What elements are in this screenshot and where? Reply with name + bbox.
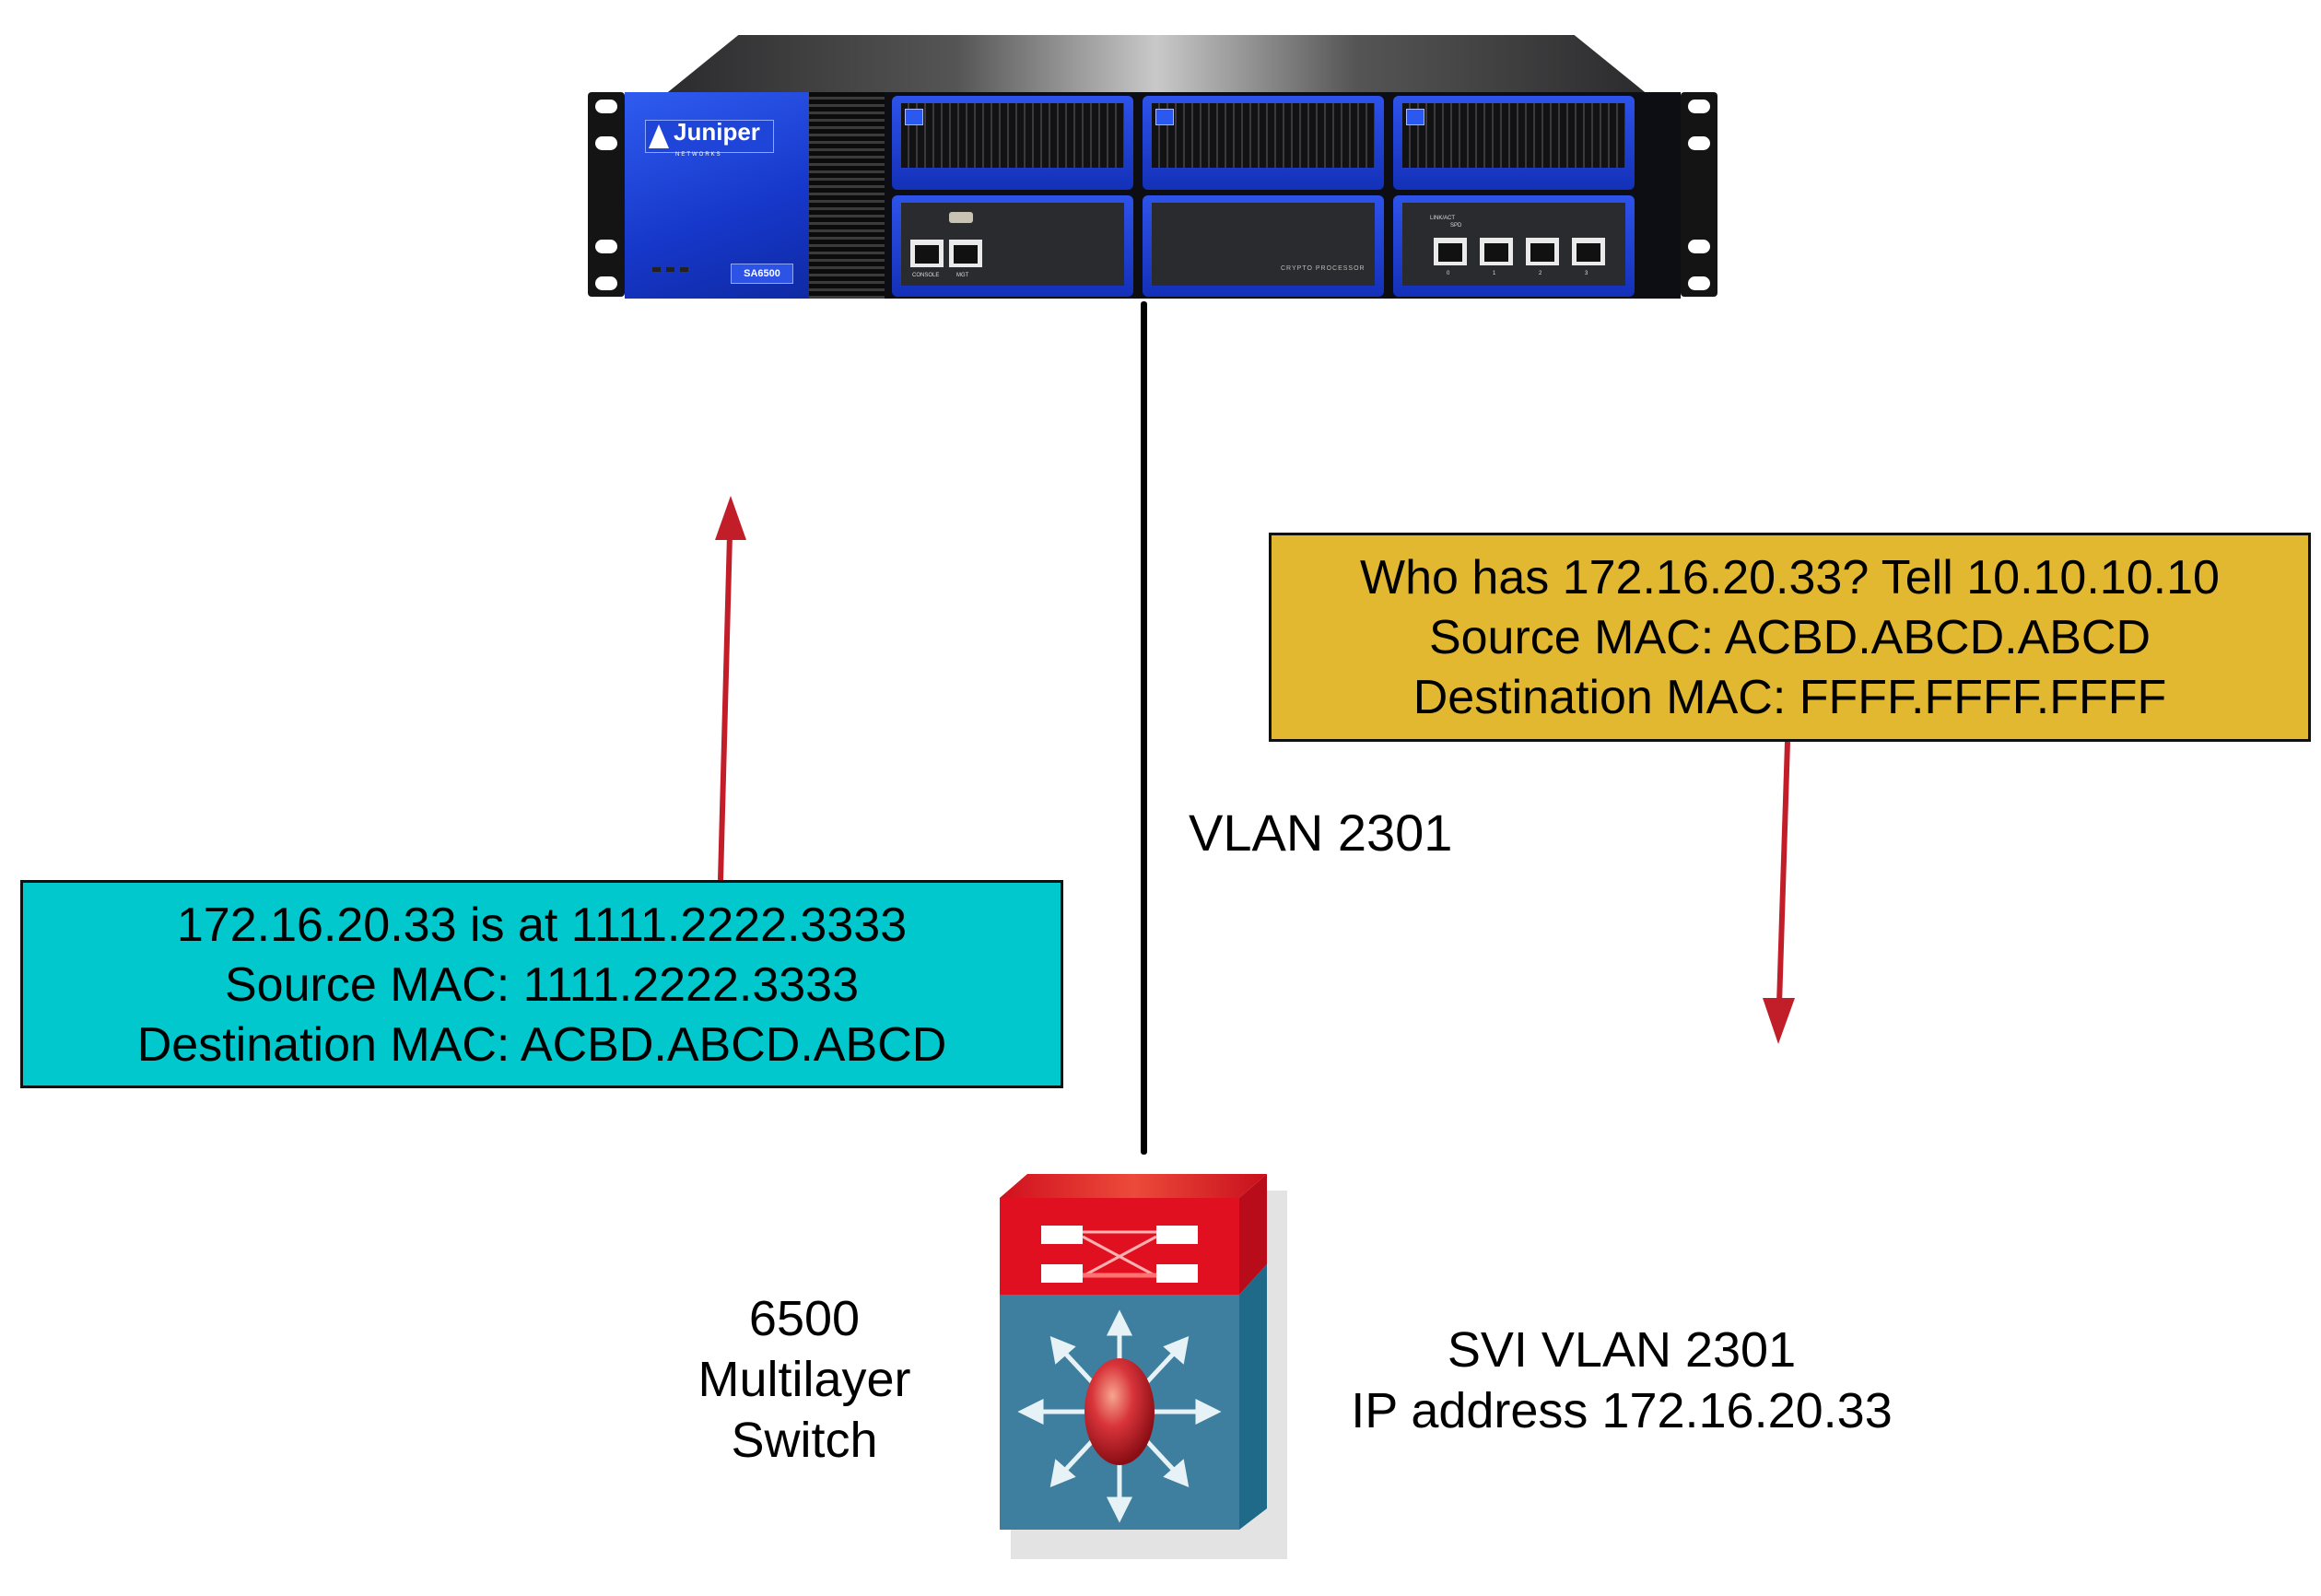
svi-ip-address: IP address 172.16.20.33 — [1351, 1383, 1893, 1438]
arp-reply-source-mac: Source MAC: 1111.2222.3333 — [224, 958, 859, 1012]
arp-request-source-mac: Source MAC: ACBD.ABCD.ABCD — [1428, 611, 2151, 664]
arp-reply-destination-mac: Destination MAC: ACBD.ABCD.ABCD — [136, 1018, 947, 1072]
crypto-module-label: CRYPTO PROCESSOR — [1281, 265, 1366, 272]
svi-label: SVI VLAN 2301 IP address 172.16.20.33 — [1318, 1320, 1926, 1441]
arp-request-arrow-down — [1763, 741, 1795, 1044]
juniper-logo: Juniper NETWORKS — [645, 118, 774, 158]
arp-request-destination-mac: Destination MAC: FFFF.FFFF.FFFF — [1413, 671, 2167, 724]
usb-port-icon — [949, 212, 973, 223]
brand-name: Juniper — [674, 118, 760, 146]
link-act-label: LINK/ACT — [1430, 216, 1456, 221]
vlan-label: VLAN 2301 — [1189, 804, 1453, 862]
mgt-port-icon — [949, 240, 982, 267]
juniper-tag-icon — [1406, 109, 1424, 125]
status-leds — [652, 260, 694, 276]
switch-type-line2: Switch — [731, 1413, 878, 1468]
svi-vlan: SVI VLAN 2301 — [1447, 1322, 1797, 1378]
arp-reply-answer: 172.16.20.33 is at 1111.2222.3333 — [176, 898, 908, 952]
juniper-sa6500-appliance: Juniper NETWORKS SA6500 CONSOLE MGT — [571, 35, 1734, 302]
network-port-module: LINK/ACT SPD 0 1 2 3 — [1393, 195, 1635, 297]
model-badge: SA6500 — [731, 264, 793, 284]
routing-sphere-icon — [1084, 1358, 1155, 1465]
ethernet-port-icon — [1526, 238, 1559, 265]
disk-led-icon — [666, 267, 674, 272]
rack-ear-left — [588, 92, 625, 297]
switch-model: 6500 — [748, 1291, 861, 1346]
arp-request-box: Who has 172.16.20.33? Tell 10.10.10.10 S… — [1269, 533, 2311, 742]
mgt-port-label: MGT — [956, 273, 969, 278]
appliance-front-panel: Juniper NETWORKS SA6500 CONSOLE MGT — [625, 92, 1681, 299]
port-number: 2 — [1539, 271, 1542, 276]
arp-reply-arrow-up — [715, 496, 746, 881]
alert-led-icon — [680, 267, 688, 272]
port-number: 3 — [1585, 271, 1588, 276]
drive-bay-3 — [1393, 96, 1635, 190]
juniper-tag-icon — [905, 109, 923, 125]
crypto-module: CRYPTO PROCESSOR — [1143, 195, 1384, 297]
ethernet-port-icon — [1480, 238, 1513, 265]
ethernet-port-icon — [1434, 238, 1467, 265]
rack-ear-right — [1681, 92, 1717, 297]
console-port-icon — [910, 240, 944, 267]
arp-request-question: Who has 172.16.20.33? Tell 10.10.10.10 — [1360, 551, 2220, 604]
brand-panel: Juniper NETWORKS SA6500 — [625, 92, 809, 299]
ethernet-port-icon — [1572, 238, 1605, 265]
brand-subtitle: NETWORKS — [675, 152, 722, 158]
arp-reply-box: 172.16.20.33 is at 1111.2222.3333 Source… — [20, 880, 1063, 1088]
console-port-label: CONSOLE — [912, 273, 940, 278]
port-number: 1 — [1493, 271, 1496, 276]
power-led-icon — [652, 267, 661, 272]
port-number: 0 — [1447, 271, 1450, 276]
drive-bay-2 — [1143, 96, 1384, 190]
switch-type-line1: Multilayer — [697, 1352, 911, 1407]
vlan-link-line — [1141, 301, 1147, 1155]
drive-bay-1 — [892, 96, 1133, 190]
switch-name-label: 6500 Multilayer Switch — [645, 1288, 964, 1471]
multilayer-switch-icon — [1000, 1174, 1287, 1559]
spd-label: SPD — [1450, 223, 1462, 229]
chassis-top — [659, 35, 1654, 100]
management-module: CONSOLE MGT — [892, 195, 1133, 297]
juniper-tag-icon — [1155, 109, 1174, 125]
juniper-leaf-icon — [649, 124, 669, 148]
vent-grille — [809, 92, 885, 299]
crossbar-glyph-icon — [1041, 1226, 1198, 1283]
